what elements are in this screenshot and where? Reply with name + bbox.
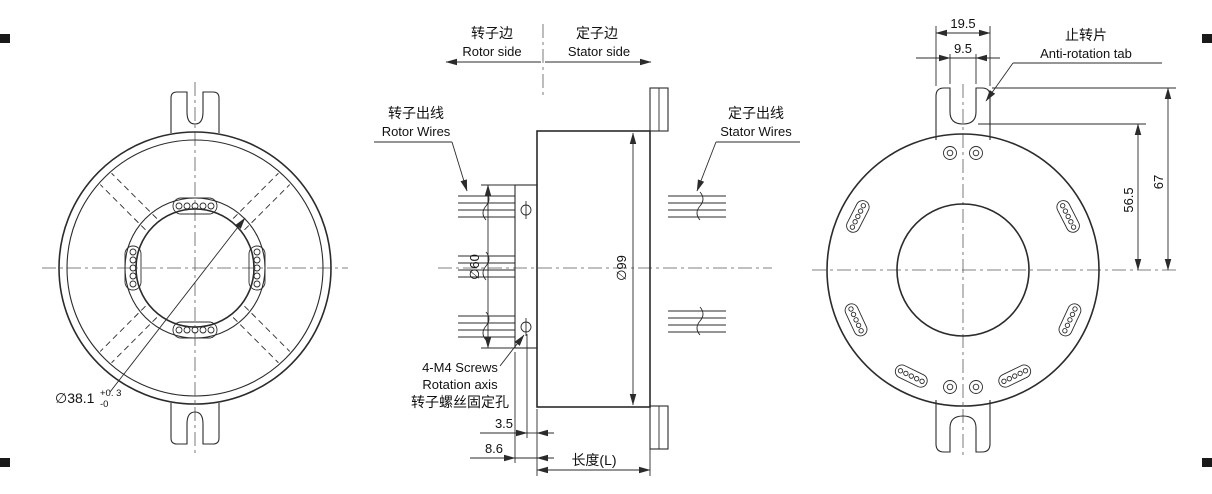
dim-offsets: 3.5 8.6	[470, 334, 554, 476]
wire-slot-right	[248, 245, 266, 291]
svg-text:Rotor Wires: Rotor Wires	[382, 124, 451, 139]
svg-text:56.5: 56.5	[1121, 187, 1136, 212]
dim-center-to-tab: 67	[992, 87, 1176, 271]
slot-upper-left	[846, 200, 870, 233]
fork-tab-top	[170, 91, 220, 133]
svg-text:9.5: 9.5	[954, 41, 972, 56]
border-mark	[1202, 34, 1212, 43]
svg-text:定子出线: 定子出线	[728, 105, 784, 121]
svg-text:Anti-rotation tab: Anti-rotation tab	[1040, 46, 1132, 61]
slot-bottom-left	[894, 364, 928, 388]
rotor-side-label-cn: 转子边	[471, 25, 513, 41]
outer-circle	[826, 133, 1100, 407]
svg-text:∅60: ∅60	[467, 254, 482, 280]
anti-rotation-callout: 止转片 Anti-rotation tab	[985, 27, 1162, 102]
dim-3-5: 3.5	[495, 416, 513, 431]
border-mark	[0, 458, 10, 467]
dim-bore-tol-plus: +0. 3	[100, 388, 121, 399]
bore-circle	[896, 203, 1030, 337]
wire-slot-bottom	[172, 321, 218, 339]
hidden-lines-ne	[232, 172, 291, 231]
wire-slot-left	[124, 245, 142, 291]
screws-callout: 4-M4 Screws Rotation axis 转子螺丝固定孔	[411, 334, 525, 410]
tab-profile-bottom	[649, 405, 669, 450]
dim-tab-width: 19.5	[935, 16, 991, 86]
outer-circle	[58, 131, 332, 405]
hidden-lines-sw	[99, 305, 158, 364]
tab-profile-top	[649, 87, 669, 132]
tab-screws-top	[943, 146, 983, 160]
dim-center-to-slot: 56.5	[978, 123, 1146, 271]
dim-tab-slot: 9.5	[916, 41, 1000, 84]
svg-text:∅99: ∅99	[614, 255, 629, 281]
rotor-flange	[514, 184, 538, 349]
dim-bore: ∅38.1	[55, 390, 95, 406]
flange-screw-bottom	[520, 318, 532, 336]
slot-lower-right	[1058, 303, 1082, 337]
wire-slot-top	[172, 197, 218, 215]
fork-tab-bottom	[170, 403, 220, 445]
border-mark	[0, 34, 10, 43]
svg-text:4-M4 Screws: 4-M4 Screws	[422, 360, 498, 375]
slot-upper-right	[1056, 200, 1080, 233]
hidden-lines-nw	[99, 172, 158, 231]
svg-text:转子出线: 转子出线	[388, 105, 444, 121]
dim-bore-tol-minus: -0	[100, 399, 108, 410]
svg-text:19.5: 19.5	[950, 16, 975, 31]
slot-bottom-right	[998, 364, 1032, 388]
svg-text:67: 67	[1151, 175, 1166, 189]
svg-text:止转片: 止转片	[1065, 27, 1107, 43]
tab-screws-bottom	[943, 380, 983, 394]
svg-text:转子螺丝固定孔: 转子螺丝固定孔	[411, 394, 509, 410]
rotor-side-label-en: Rotor side	[462, 44, 521, 59]
stator-wires	[668, 191, 726, 336]
border-mark	[1202, 458, 1212, 467]
fork-tab-top	[935, 87, 991, 140]
dim-8-6: 8.6	[485, 441, 503, 456]
outer-ring-circle	[66, 139, 324, 397]
hidden-lines-se	[232, 305, 291, 364]
dim-length: 长度(L)	[536, 409, 651, 476]
dim-length-label: 长度(L)	[571, 452, 616, 468]
slot-lower-left	[844, 303, 868, 337]
dim-body-dia: ∅99	[614, 132, 637, 406]
stator-side-label-en: Stator side	[568, 44, 630, 59]
stator-side-label-cn: 定子边	[576, 25, 618, 41]
fork-tab-bottom	[935, 400, 991, 453]
side-view: 转子边 Rotor side 定子边 Stator side	[374, 24, 800, 476]
svg-text:Rotation axis: Rotation axis	[422, 377, 498, 392]
svg-text:Stator Wires: Stator Wires	[720, 124, 792, 139]
rear-view: 19.5 9.5 止转片 Anti-rotation tab 67	[812, 16, 1178, 458]
dim-flange-dia: ∅60	[467, 184, 515, 349]
stator-wires-callout: 定子出线 Stator Wires	[696, 105, 800, 192]
rotor-wires-callout: 转子出线 Rotor Wires	[374, 105, 468, 192]
bore-leader-line	[109, 217, 246, 393]
front-view: ∅38.1 +0. 3 -0	[42, 82, 348, 456]
flange-screw-top	[520, 201, 532, 219]
